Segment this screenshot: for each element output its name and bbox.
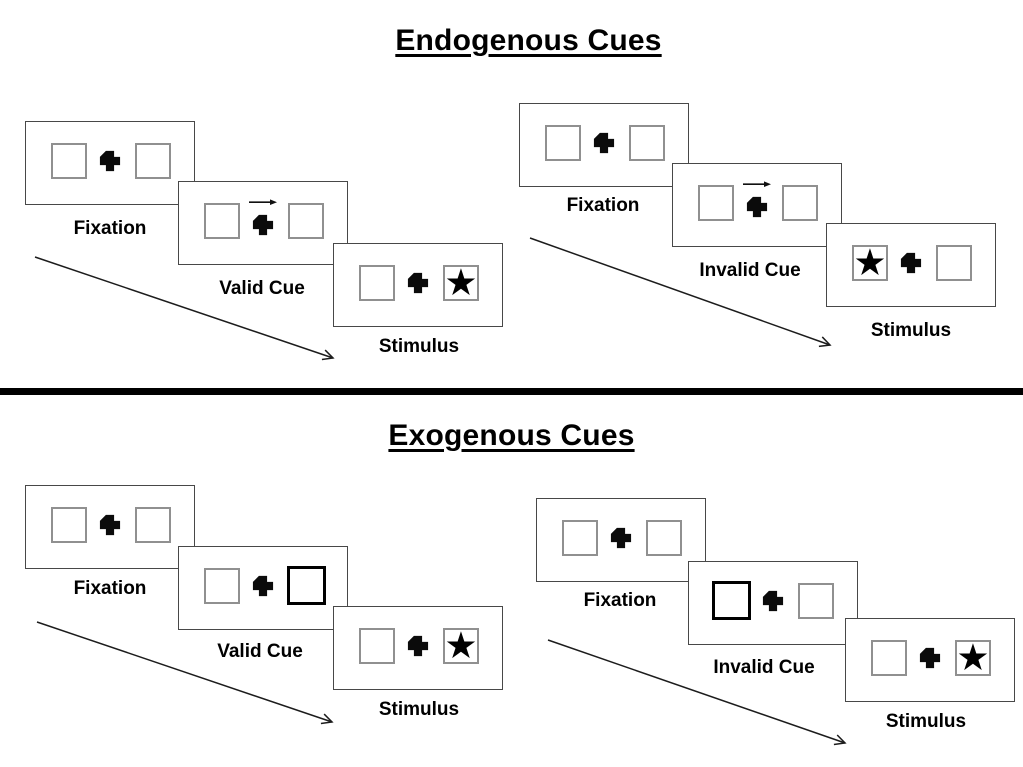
right-placeholder-box <box>936 245 972 281</box>
bold-cue-box <box>712 581 751 620</box>
target-box: ★ <box>443 624 479 666</box>
sequence-arrow-endo-valid <box>34 256 335 361</box>
panel-label-stimulus: Stimulus <box>870 320 952 341</box>
left-placeholder-box <box>359 265 395 301</box>
panel-exo-valid-fixation <box>25 485 195 569</box>
star-icon: ★ <box>956 636 990 678</box>
left-placeholder-box <box>204 203 240 239</box>
endogenous-section-title: Endogenous Cues <box>0 24 1023 57</box>
sequence-arrow-exo-valid <box>36 621 334 725</box>
panel-label-stimulus: Stimulus <box>378 699 460 720</box>
target-box: ★ <box>955 636 991 678</box>
panel-exo-invalid-fixation <box>536 498 706 582</box>
cue-right-arrow-icon <box>742 179 772 189</box>
panel-label-fixation: Fixation <box>73 578 147 599</box>
panel-endo-invalid-cue <box>672 163 842 247</box>
left-placeholder-box <box>359 628 395 664</box>
right-placeholder-box <box>798 583 834 619</box>
star-icon: ★ <box>853 241 887 283</box>
right-placeholder-box <box>135 507 171 543</box>
exogenous-section-title: Exogenous Cues <box>0 419 1023 452</box>
fixation-cross-icon <box>762 590 784 612</box>
panel-endo-valid-stimulus: ★ <box>333 243 503 327</box>
fixation-cross-icon <box>593 132 615 154</box>
right-placeholder-box <box>646 520 682 556</box>
panel-label-valid-cue: Valid Cue <box>219 278 305 299</box>
panel-endo-valid-cue <box>178 181 348 265</box>
target-box: ★ <box>852 241 888 283</box>
fixation-cross-icon <box>407 635 429 657</box>
panel-label-invalid-cue: Invalid Cue <box>699 260 801 281</box>
right-placeholder-box <box>135 143 171 179</box>
star-icon: ★ <box>444 624 478 666</box>
panel-exo-valid-stimulus: ★ <box>333 606 503 690</box>
target-box: ★ <box>443 261 479 303</box>
star-icon: ★ <box>444 261 478 303</box>
fixation-cross-icon <box>407 272 429 294</box>
fixation-cross-icon <box>746 196 768 218</box>
panel-label-invalid-cue: Invalid Cue <box>713 657 815 678</box>
panel-exo-valid-cue <box>178 546 348 630</box>
panel-label-valid-cue: Valid Cue <box>217 641 303 662</box>
left-placeholder-box <box>51 507 87 543</box>
left-placeholder-box <box>51 143 87 179</box>
exogenous-title-text: Exogenous Cues <box>388 419 635 452</box>
right-placeholder-box <box>629 125 665 161</box>
panel-label-fixation: Fixation <box>73 218 147 239</box>
endogenous-title-text: Endogenous Cues <box>395 24 662 57</box>
left-placeholder-box <box>698 185 734 221</box>
panel-label-fixation: Fixation <box>566 195 640 216</box>
fixation-cross-icon <box>99 514 121 536</box>
panel-endo-valid-fixation <box>25 121 195 205</box>
fixation-cross-icon <box>252 214 274 236</box>
left-placeholder-box <box>562 520 598 556</box>
bold-cue-box <box>287 566 326 605</box>
panel-endo-invalid-fixation <box>519 103 689 187</box>
fixation-cross-icon <box>99 150 121 172</box>
fixation-cross-icon <box>610 527 632 549</box>
right-placeholder-box <box>288 203 324 239</box>
section-divider <box>0 388 1023 395</box>
cue-right-arrow-icon <box>248 197 278 207</box>
panel-label-fixation: Fixation <box>583 590 657 611</box>
left-placeholder-box <box>545 125 581 161</box>
panel-label-stimulus: Stimulus <box>885 711 967 732</box>
panel-exo-invalid-cue <box>688 561 858 645</box>
panel-endo-invalid-stimulus: ★ <box>826 223 996 307</box>
fixation-cross-icon <box>252 575 274 597</box>
fixation-cross-icon <box>900 252 922 274</box>
sequence-arrow-exo-invalid <box>547 639 847 746</box>
fixation-cross-icon <box>919 647 941 669</box>
sequence-arrow-endo-invalid <box>529 237 832 348</box>
left-placeholder-box <box>204 568 240 604</box>
panel-exo-invalid-stimulus: ★ <box>845 618 1015 702</box>
left-placeholder-box <box>871 640 907 676</box>
panel-label-stimulus: Stimulus <box>378 336 460 357</box>
right-placeholder-box <box>782 185 818 221</box>
